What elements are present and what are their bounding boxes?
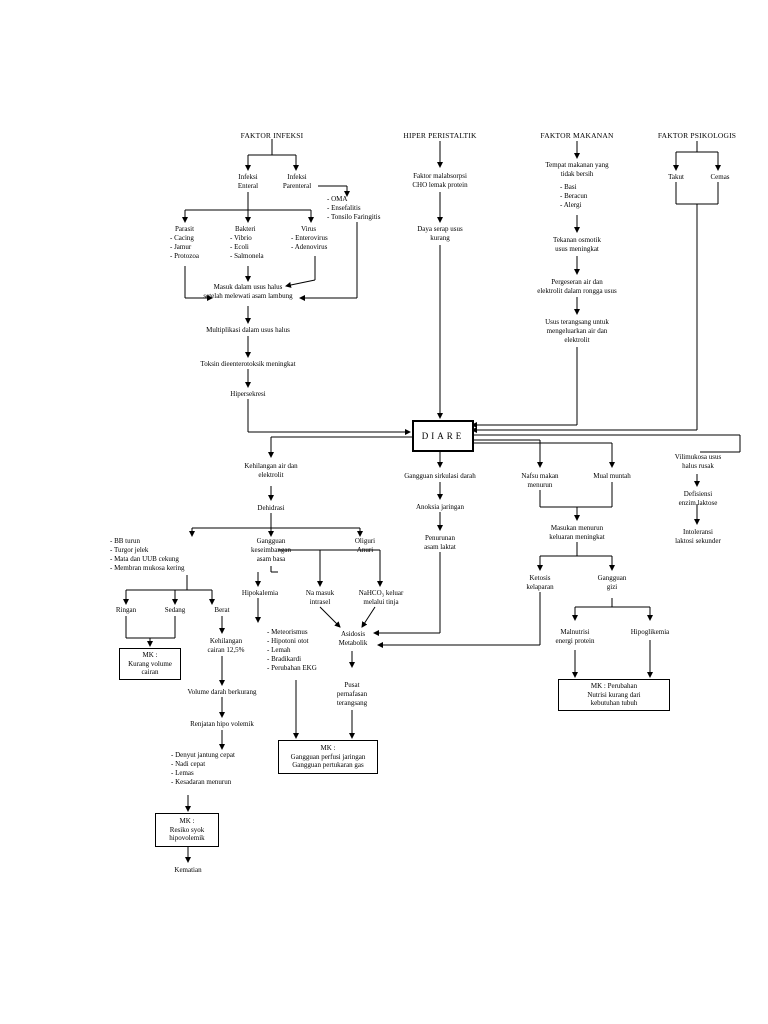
parasit-list: Parasit- Cacing- Jamur- Protozoa (170, 225, 199, 260)
makanan-list: - Basi- Beracun- Alergi (560, 183, 588, 209)
anoksia-jaringan: Anoksia jaringan (415, 503, 464, 511)
multiplikasi: Multiplikasi dalam usus halus (206, 326, 290, 334)
volume-darah: Volume darah berkurang (187, 688, 257, 696)
berat: Berat (214, 606, 230, 614)
renjatan-list: - Denyut jantung cepat- Nadi cepat- Lema… (171, 751, 235, 786)
toksin-meningkat: Toksin dieenterotoksik meningkat (200, 360, 296, 368)
header-faktor-makanan: FAKTOR MAKANAN (540, 131, 614, 140)
header-faktor-infeksi: FAKTOR INFEKSI (240, 131, 304, 140)
cemas: Cemas (710, 173, 730, 181)
header-hiper-peristaltik: HIPER PERISTALTIK (403, 131, 477, 140)
dehidrasi: Dehidrasi (257, 504, 285, 512)
takut: Takut (668, 173, 684, 181)
hipersekresi: Hipersekresi (230, 390, 266, 398)
mual-muntah: Mual muntah (593, 472, 631, 480)
diare-box: DIARE (412, 420, 474, 452)
virus-list: Virus- Enterovirus- Adenovirus (291, 225, 328, 251)
renjatan-hipovolemik: Renjatan hipo volemik (190, 720, 254, 728)
hipokalemia: Hipokalemia (241, 589, 279, 597)
bakteri-list: Bakteri- Vibrio- Ecoli- Salmonela (230, 225, 264, 260)
gangguan-sirkulasi: Gangguan sirkulasi darah (404, 472, 476, 480)
kematian: Kematian (174, 866, 202, 874)
parenteral-list: - OMA- Ensefalitis- Tonsilo Faringitis (327, 195, 381, 221)
dehidrasi-list: - BB turun- Turgor jelek- Mata dan UUB c… (110, 537, 185, 572)
hipokalemia-list: - Meteorismus- Hipotoni otot- Lemah- Bra… (267, 628, 317, 672)
sedang: Sedang (164, 606, 186, 614)
ringan: Ringan (115, 606, 137, 614)
header-faktor-psikologis: FAKTOR PSIKOLOGIS (657, 131, 737, 140)
hipoglikemia: Hipoglikemia (630, 628, 670, 636)
